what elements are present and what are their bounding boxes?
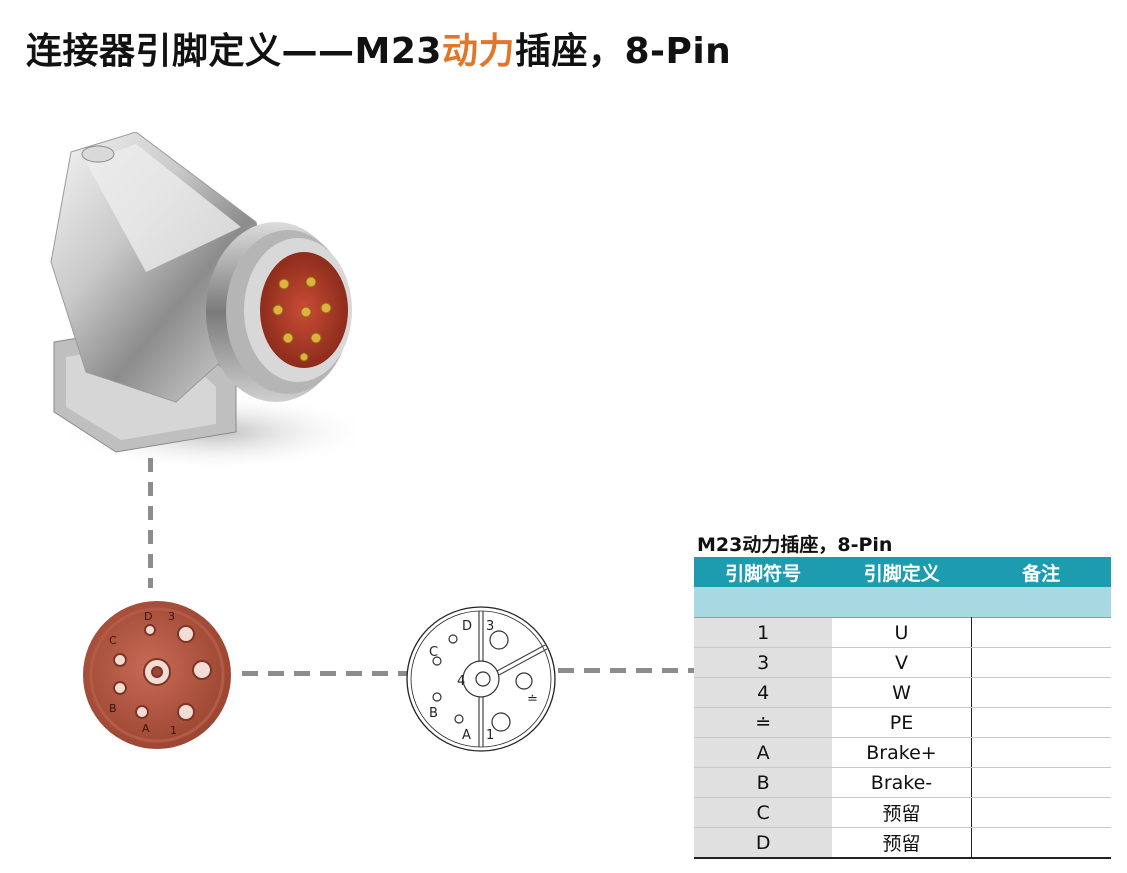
pin-symbol: 4: [694, 677, 833, 708]
pin-symbol: B: [694, 767, 833, 798]
pin-definition: U: [832, 617, 972, 648]
connector-photo: [26, 132, 356, 472]
pin-note: [971, 707, 1111, 738]
diagram-label-c: C: [429, 645, 438, 660]
pin-symbol: 1: [694, 617, 833, 648]
connector-face-photo: D 3 C B A 1: [80, 600, 235, 750]
header-pin-symbol: 引脚符号: [694, 557, 833, 587]
diagram-label-a: A: [462, 728, 471, 743]
pin-definition: Brake-: [832, 767, 972, 798]
pin-note: [971, 827, 1111, 859]
diagram-label-b: B: [429, 706, 438, 721]
pin-note: [971, 767, 1111, 798]
diagram-label-pe: ≐: [527, 692, 538, 707]
pin-symbol: D: [694, 827, 833, 859]
pin-definition: PE: [832, 707, 972, 738]
pin-note: [971, 617, 1111, 648]
svg-text:D: D: [144, 610, 152, 623]
pin-definition-table: 引脚符号 引脚定义 备注 1 U 3 V 4 W ≐ PE A Brake+: [694, 557, 1111, 859]
title-suffix: 插座，8-Pin: [514, 31, 732, 72]
pin-definition: Brake+: [832, 737, 972, 768]
table-row: D 预留: [694, 827, 1111, 859]
connector-dashed-line-vertical: [148, 458, 153, 588]
pin-symbol: 3: [694, 647, 833, 678]
diagram-label-d: D: [462, 619, 472, 634]
svg-text:B: B: [109, 702, 117, 715]
header-notes: 备注: [971, 557, 1111, 587]
pin-definition: 预留: [832, 827, 972, 859]
title-prefix: 连接器引脚定义——M23: [26, 31, 442, 72]
pin-symbol: A: [694, 737, 833, 768]
table-title: M23动力插座，8-Pin: [697, 534, 893, 556]
pin-definition: 预留: [832, 797, 972, 828]
table-row: 4 W: [694, 677, 1111, 708]
face-dashed-line: [242, 671, 408, 676]
table-row: B Brake-: [694, 767, 1111, 798]
diagram-label-1: 1: [486, 728, 494, 743]
table-row: A Brake+: [694, 737, 1111, 768]
table-row: 1 U: [694, 617, 1111, 648]
diagram-label-3: 3: [486, 619, 494, 634]
table-row: ≐ PE: [694, 707, 1111, 738]
table-row: 3 V: [694, 647, 1111, 678]
diagram-dashed-line: [558, 668, 698, 673]
header-pin-definition: 引脚定义: [832, 557, 972, 587]
pin-note: [971, 797, 1111, 828]
table-row: C 预留: [694, 797, 1111, 828]
pin-layout-diagram: D 3 C 4 ≐ B A 1: [405, 605, 558, 753]
pin-note: [971, 647, 1111, 678]
title-accent: 动力: [441, 31, 515, 72]
pin-definition: V: [832, 647, 972, 678]
svg-text:3: 3: [168, 610, 175, 623]
pin-symbol: C: [694, 797, 833, 828]
svg-text:1: 1: [170, 724, 177, 737]
pin-note: [971, 677, 1111, 708]
page-title: 连接器引脚定义——M23动力插座，8-Pin: [26, 22, 732, 72]
svg-text:C: C: [109, 634, 117, 647]
pin-definition: W: [832, 677, 972, 708]
svg-text:A: A: [142, 722, 150, 735]
pin-symbol: ≐: [694, 707, 833, 738]
diagram-label-4: 4: [457, 674, 465, 689]
table-header-band: [694, 587, 1111, 618]
pin-note: [971, 737, 1111, 768]
